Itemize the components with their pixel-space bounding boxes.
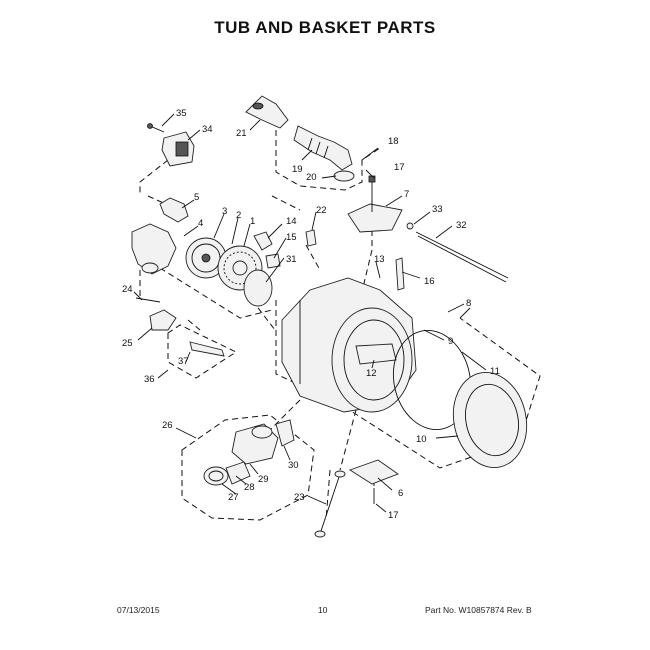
part-pump-housing [131, 223, 177, 275]
part-7-bracket [347, 175, 403, 233]
callout-31: 31 [286, 254, 297, 265]
callout-23: 23 [294, 492, 305, 503]
callout-1: 1 [250, 216, 255, 227]
callout-15: 15 [286, 232, 297, 243]
callout-17-bottom: 17 [388, 510, 399, 521]
part-5-elbow [159, 197, 189, 223]
group-26-box [181, 414, 315, 521]
callout-13: 13 [374, 254, 385, 265]
callout-33: 33 [432, 204, 443, 215]
part-14-15-bracket [253, 231, 281, 269]
part-19-bellows-hose [293, 125, 355, 182]
callout-14: 14 [286, 216, 297, 227]
group-36-box [167, 324, 238, 379]
callout-3: 3 [222, 206, 227, 217]
callout-24: 24 [122, 284, 133, 295]
part-32-rod [406, 222, 509, 283]
callout-32: 32 [456, 220, 467, 231]
callout-36: 36 [144, 374, 155, 385]
callout-22: 22 [316, 205, 327, 216]
callout-30: 30 [288, 460, 299, 471]
callout-26: 26 [162, 420, 173, 431]
callout-16: 16 [424, 276, 435, 287]
part-16-bolt [395, 257, 405, 291]
part-8-tub [281, 277, 417, 413]
callout-18: 18 [388, 136, 399, 147]
callout-20: 20 [306, 172, 317, 183]
callout-8: 8 [466, 298, 471, 309]
callout-5: 5 [194, 192, 199, 203]
part-34-35-valve [147, 123, 195, 167]
callout-10: 10 [416, 434, 427, 445]
part-24-25-mount [135, 297, 177, 331]
callout-12: 12 [366, 368, 377, 379]
callout-labels: 35 34 21 18 19 20 17 7 33 32 5 4 3 2 1 1… [122, 108, 500, 521]
callout-17-top: 17 [394, 162, 405, 173]
part-10-front-ring [452, 372, 528, 468]
part-11-ring [392, 330, 472, 430]
part-29-pump [231, 419, 295, 465]
callout-34: 34 [202, 124, 213, 135]
part-22-fastener [305, 229, 317, 247]
page-title: TUB AND BASKET PARTS [214, 18, 436, 37]
footer-page-number: 10 [318, 605, 328, 615]
part-31-plate [243, 269, 273, 307]
callout-21: 21 [236, 128, 247, 139]
callout-6: 6 [398, 488, 403, 499]
callout-2: 2 [236, 210, 241, 221]
callout-37: 37 [178, 356, 189, 367]
callout-35: 35 [176, 108, 187, 119]
part-37-band [189, 341, 225, 357]
part-23-shock [314, 470, 346, 538]
callout-9: 9 [448, 336, 453, 347]
callout-11: 11 [490, 366, 500, 377]
part-21-inlet [245, 95, 289, 129]
callout-19: 19 [292, 164, 303, 175]
group-18-box [275, 130, 381, 191]
footer-part-number: Part No. W10857874 Rev. B [425, 605, 532, 615]
callout-7: 7 [404, 189, 409, 200]
group-8-box [275, 300, 541, 469]
callout-4: 4 [198, 218, 203, 229]
part-6-bracket [348, 459, 399, 504]
callout-28: 28 [244, 482, 255, 493]
callout-27: 27 [228, 492, 239, 503]
footer-date: 07/13/2015 [117, 605, 160, 615]
callout-25: 25 [122, 338, 133, 349]
part-27-28-filter [203, 461, 251, 486]
callout-29: 29 [258, 474, 269, 485]
leader-lines [133, 113, 487, 513]
